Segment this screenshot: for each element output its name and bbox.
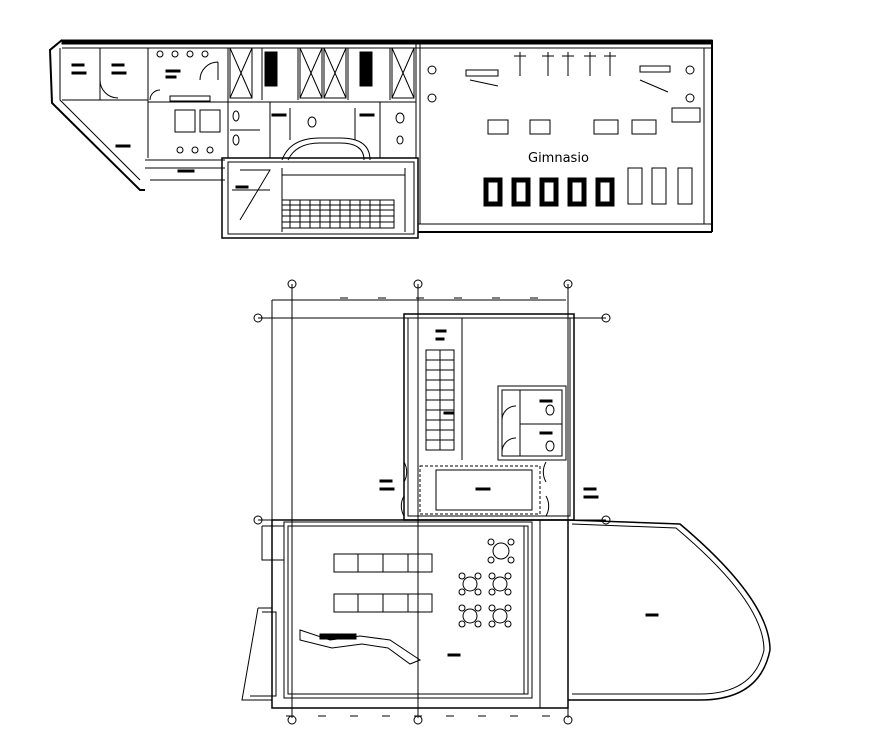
dining-tables bbox=[333, 538, 515, 628]
gym-equipment bbox=[427, 52, 701, 207]
lower-floor-plan bbox=[241, 279, 771, 725]
elevator-shafts bbox=[229, 47, 415, 99]
toilet-fixtures-upper bbox=[156, 50, 405, 154]
gym-title: Gimnasio bbox=[528, 151, 589, 166]
stair-lower bbox=[425, 349, 455, 451]
stair-upper bbox=[232, 168, 406, 232]
upper-floor-plan bbox=[48, 39, 713, 239]
terrace-outline bbox=[567, 519, 771, 701]
